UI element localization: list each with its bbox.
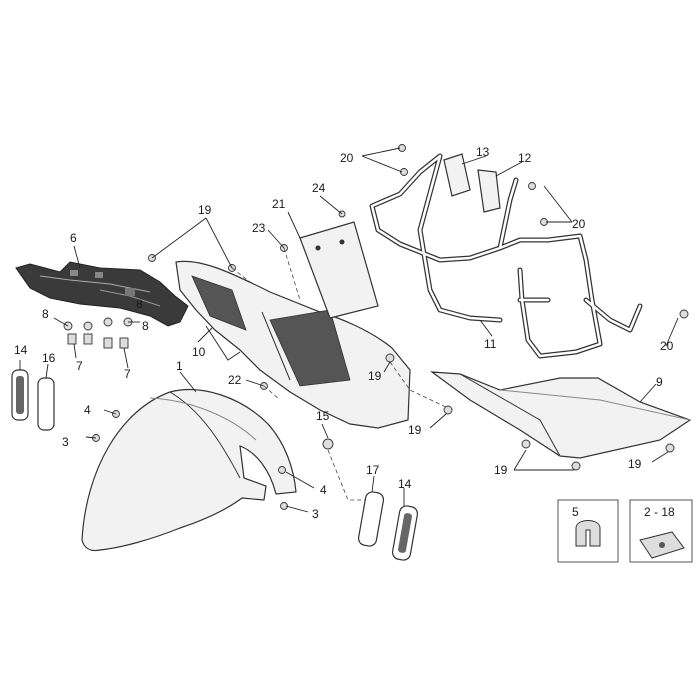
callout-19c: 19 (408, 423, 422, 437)
callout-20a: 20 (340, 151, 354, 165)
part-10-lower-fairing (175, 260, 411, 429)
part-14-reflector-left (11, 369, 29, 421)
callout-13: 13 (476, 145, 490, 159)
assembly-lines (231, 247, 449, 501)
part-9-skid-plate (429, 371, 692, 459)
callout-4a: 4 (84, 403, 91, 417)
part-11-crash-bar-frame (369, 153, 643, 359)
callout-24: 24 (312, 181, 326, 195)
callout-5: 5 (572, 505, 579, 519)
callout-19e: 19 (628, 457, 642, 471)
callout-3a: 3 (62, 435, 69, 449)
callout-9: 9 (656, 375, 663, 389)
part-15-bolt (322, 438, 334, 450)
callout-7a: 7 (76, 359, 83, 373)
callout-14b: 14 (398, 477, 412, 491)
callout-4b: 4 (320, 483, 327, 497)
callout-8a: 8 (42, 307, 49, 321)
inset-part-2-18 (629, 499, 693, 563)
callout-3b: 3 (312, 507, 319, 521)
leader-lines (19, 147, 679, 513)
inset-part-5 (557, 499, 619, 563)
callout-10: 10 (192, 345, 206, 359)
callout-20c: 20 (660, 339, 674, 353)
callout-11: 11 (484, 337, 497, 351)
callout-7b: 7 (124, 367, 131, 381)
callout-23: 23 (252, 221, 266, 235)
callout-1: 1 (176, 359, 183, 373)
callout-14a: 14 (14, 343, 28, 357)
fasteners-7-8 (63, 317, 133, 349)
callout-2-18: 2 - 18 (644, 505, 675, 519)
part-1-front-fender (81, 388, 297, 552)
part-6-underguard (15, 261, 189, 327)
callout-21: 21 (272, 197, 286, 211)
part-14-reflector-center (391, 505, 419, 561)
callout-19b: 19 (368, 369, 382, 383)
callout-17: 17 (366, 463, 380, 477)
part-16-reflector-left (37, 377, 55, 431)
callout-12: 12 (518, 151, 532, 165)
callout-16: 16 (42, 351, 56, 365)
callout-8c: 8 (136, 297, 143, 311)
callout-19d: 19 (494, 463, 508, 477)
part-17-reflector (357, 491, 385, 547)
callout-6: 6 (70, 231, 77, 245)
callout-19a: 19 (198, 203, 212, 217)
callout-22: 22 (228, 373, 242, 387)
callout-15: 15 (316, 409, 330, 423)
part-21-plate (299, 221, 379, 319)
callout-8b: 8 (142, 319, 149, 333)
callout-20b: 20 (572, 217, 586, 231)
